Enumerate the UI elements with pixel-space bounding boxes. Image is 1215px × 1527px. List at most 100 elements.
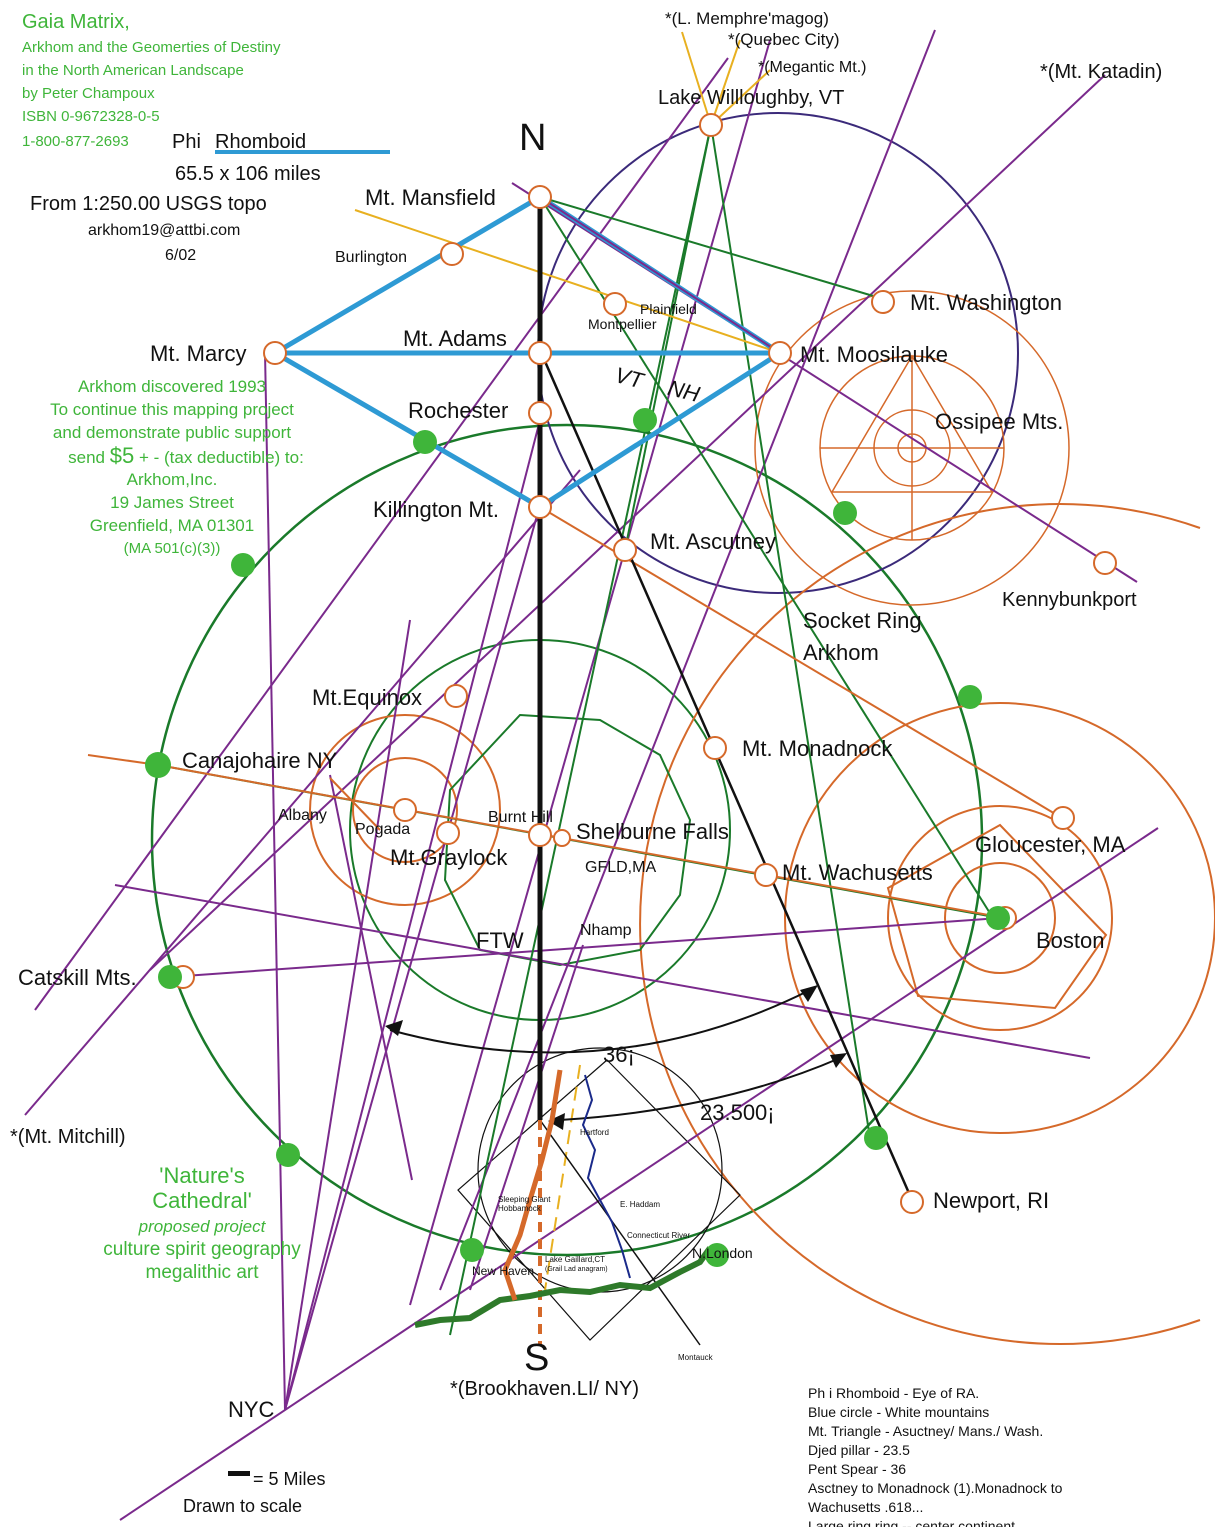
connecticut-square bbox=[457, 1059, 741, 1341]
label-brookhaven: *(Brookhaven.LI/ NY) bbox=[450, 1378, 639, 1400]
label-memphremagog: *(L. Memphre'magog) bbox=[665, 9, 829, 28]
label-equinox: Mt.Equinox bbox=[312, 685, 422, 710]
yellow-lines bbox=[354, 31, 781, 1291]
site-pogada bbox=[393, 798, 417, 822]
send-amount: $5 bbox=[110, 443, 134, 468]
site-newport bbox=[900, 1190, 924, 1214]
appeal-line-2: To continue this mapping project bbox=[50, 400, 294, 419]
label-gfld: GFLD,MA bbox=[585, 859, 656, 876]
label-graylock: Mt.Graylock bbox=[390, 845, 508, 870]
label-e-haddam: E. Haddam bbox=[620, 1200, 660, 1209]
albany-ring-outer bbox=[309, 714, 501, 906]
site-wachusetts bbox=[754, 863, 778, 887]
cathedral-title-2: Cathedral' bbox=[152, 1188, 252, 1213]
node-boston bbox=[986, 906, 1010, 930]
label-marcy: Mt. Marcy bbox=[150, 341, 247, 366]
legend-item-3: Mt. Triangle - Asuctney/ Mans./ Wash. bbox=[808, 1423, 1043, 1439]
label-albany: Albany bbox=[278, 807, 327, 824]
label-vt: VT bbox=[612, 362, 647, 393]
connecticut-detail bbox=[414, 1069, 713, 1328]
scale-block: = 5 Miles Drawn to scale bbox=[183, 1469, 326, 1516]
site-markers bbox=[171, 113, 1117, 1214]
node-east-1 bbox=[833, 501, 857, 525]
albany-ring-inner bbox=[352, 757, 458, 863]
cathedral-line-3: culture spirit geography bbox=[103, 1239, 301, 1260]
label-willoughby: Lake Willloughby, VT bbox=[658, 87, 844, 109]
coastline bbox=[414, 1246, 713, 1328]
label-wachusetts: Mt. Wachusetts bbox=[782, 860, 933, 885]
node-west-1 bbox=[231, 553, 255, 577]
pent-angle-label: 36¡ bbox=[603, 1042, 635, 1067]
site-kennybunkport bbox=[1093, 551, 1117, 575]
label-hobbamock: Hobbamock bbox=[498, 1204, 542, 1213]
label-socket-ring: Socket Ring bbox=[803, 608, 922, 633]
large-orange-arc bbox=[639, 503, 1201, 1345]
scale-bar bbox=[228, 1471, 250, 1476]
label-nyc: NYC bbox=[228, 1397, 275, 1422]
site-monadnock bbox=[703, 736, 727, 760]
site-equinox bbox=[444, 684, 468, 708]
node-new-haven bbox=[460, 1238, 484, 1262]
label-connecticut-river: Connecticut River bbox=[627, 1231, 690, 1240]
label-kennybunkport: Kennybunkport bbox=[1002, 589, 1137, 611]
legend: Ph i Rhomboid - Eye of RA. Blue circle -… bbox=[808, 1385, 1063, 1527]
label-ascutney: Mt. Ascutney bbox=[650, 529, 776, 554]
label-socket-arkhom: Arkhom bbox=[803, 640, 879, 665]
djed-arc bbox=[559, 1057, 841, 1121]
label-mansfield: Mt. Mansfield bbox=[365, 185, 496, 210]
phi-rhomboid bbox=[272, 194, 783, 510]
cathedral-block: 'Nature's Cathedral' proposed project cu… bbox=[103, 1163, 301, 1283]
label-boston: Boston bbox=[1036, 928, 1105, 953]
subtitle-line-3: by Peter Champoux bbox=[22, 85, 155, 102]
label-adams: Mt. Adams bbox=[403, 326, 507, 351]
node-east-2 bbox=[958, 685, 982, 709]
site-shelburne bbox=[553, 829, 571, 847]
label-montpellier: Montpellier bbox=[588, 316, 657, 332]
label-new-haven: New Haven bbox=[472, 1264, 534, 1278]
djed-angle-label: 23.500¡ bbox=[700, 1100, 775, 1125]
site-rochester bbox=[528, 401, 552, 425]
node-canajoharie bbox=[145, 752, 171, 778]
source-map: From 1:250.00 USGS topo bbox=[30, 193, 267, 215]
label-shelburne: Shelburne Falls bbox=[576, 819, 729, 844]
appeal-send-line: send $5 + - (tax deductible) to: bbox=[68, 443, 304, 468]
site-moosilauke bbox=[768, 341, 792, 365]
date: 6/02 bbox=[165, 247, 196, 264]
legend-item-8: Large ring ring -- center continent bbox=[808, 1518, 1015, 1527]
label-newport: Newport, RI bbox=[933, 1188, 1049, 1213]
legend-item-4: Djed pillar - 23.5 bbox=[808, 1442, 910, 1458]
label-moosilauke: Mt. Moosilauke bbox=[800, 342, 948, 367]
site-washington bbox=[871, 290, 895, 314]
label-n-london: N.London bbox=[692, 1245, 753, 1261]
north-label: N bbox=[519, 117, 546, 159]
label-catskill: Catskill Mts. bbox=[18, 965, 137, 990]
label-ossipee: Ossipee Mts. bbox=[935, 409, 1063, 434]
appeal-line-3: and demonstrate public support bbox=[53, 423, 291, 442]
subtitle-line-4: ISBN 0-9672328-0-5 bbox=[22, 108, 160, 125]
label-mitchill: *(Mt. Mitchill) bbox=[10, 1126, 126, 1148]
boston-ring-inner bbox=[944, 862, 1056, 974]
site-willoughby bbox=[699, 113, 723, 137]
large-green-ring bbox=[150, 423, 984, 1257]
cathedral-title-1: 'Nature's bbox=[159, 1163, 244, 1188]
tax-note: (MA 501(c)(3)) bbox=[124, 540, 221, 557]
label-quebec: *(Quebec City) bbox=[728, 30, 839, 49]
south-label: S bbox=[524, 1337, 549, 1379]
label-canajoharie: Canajohaire NY bbox=[182, 748, 338, 773]
label-washington: Mt. Washington bbox=[910, 290, 1062, 315]
node-vt-nh bbox=[633, 408, 657, 432]
subtitle-line-1: Arkhom and the Geomerties of Destiny bbox=[22, 39, 281, 56]
email: arkhom19@attbi.com bbox=[88, 222, 240, 239]
label-plainfield: Plainfield bbox=[640, 301, 697, 317]
cathedral-note: proposed project bbox=[138, 1217, 267, 1236]
appeal-block: Arkhom discovered 1993 To continue this … bbox=[50, 377, 304, 557]
label-gloucester: Gloucester, MA bbox=[975, 832, 1126, 857]
label-rochester: Rochester bbox=[408, 398, 508, 423]
rhomboid-label: Rhomboid bbox=[215, 131, 306, 153]
label-killington: Killington Mt. bbox=[373, 497, 499, 522]
label-gaillard: Lake Gaillard,CT bbox=[545, 1255, 605, 1264]
scale-label: = 5 Miles bbox=[253, 1469, 326, 1489]
send-prefix: send bbox=[68, 448, 110, 467]
burnt-hill-polygon bbox=[443, 713, 692, 967]
boston-pentagon bbox=[886, 823, 1108, 1010]
